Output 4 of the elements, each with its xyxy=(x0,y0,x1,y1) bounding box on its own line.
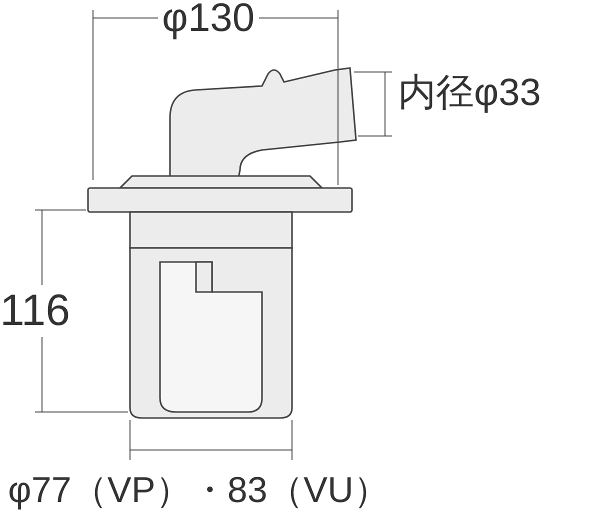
dimension-label: φ130 xyxy=(158,0,259,38)
dimension-label: 内径φ33 xyxy=(398,74,541,112)
dimension-label: 116 xyxy=(0,285,70,337)
dimension-label: φ77（VP）・83（VU） xyxy=(8,472,390,508)
